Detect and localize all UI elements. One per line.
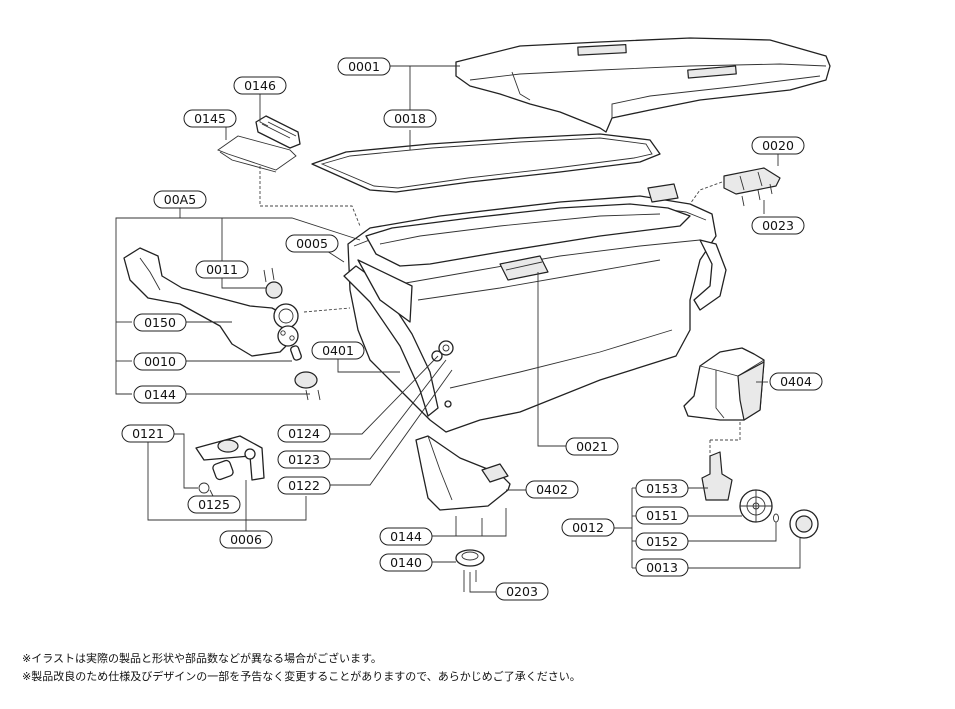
part-label-0203: 0203	[495, 582, 549, 601]
part-number-0010: 0010	[144, 354, 176, 369]
holder-drawing	[217, 115, 301, 173]
part-label-0144-upper: 0144	[133, 385, 187, 404]
part-number-0153: 0153	[646, 481, 678, 496]
wheel-assembly-drawing	[701, 451, 819, 539]
part-number-0124: 0124	[288, 426, 320, 441]
part-number-0146: 0146	[244, 78, 276, 93]
part-number-0006: 0006	[230, 532, 262, 547]
part-number-0404: 0404	[780, 374, 812, 389]
part-label-0123: 0123	[277, 450, 331, 469]
part-number-0121: 0121	[132, 426, 164, 441]
hinge-drawing	[723, 167, 781, 207]
part-number-0013: 0013	[646, 560, 678, 575]
part-number-0020: 0020	[762, 138, 794, 153]
part-number-0023: 0023	[762, 218, 794, 233]
part-label-0153: 0153	[635, 479, 689, 498]
part-label-0146: 0146	[233, 76, 287, 95]
part-number-0203: 0203	[506, 584, 538, 599]
leader-lines	[115, 65, 801, 593]
part-label-0122: 0122	[277, 476, 331, 495]
part-number-0402: 0402	[536, 482, 568, 497]
part-number-0123: 0123	[288, 452, 320, 467]
part-number-0021: 0021	[576, 439, 608, 454]
lid-drawing	[455, 37, 831, 133]
part-number-0122: 0122	[288, 478, 320, 493]
part-label-0018: 0018	[383, 109, 437, 128]
part-label-0006: 0006	[219, 530, 273, 549]
part-number-0145: 0145	[194, 111, 226, 126]
part-label-0145: 0145	[183, 109, 237, 128]
part-number-0150: 0150	[144, 315, 176, 330]
dashed-connectors	[259, 166, 741, 456]
gasket-drawing	[311, 133, 661, 193]
part-label-0404: 0404	[769, 372, 823, 391]
part-label-0401: 0401	[311, 341, 365, 360]
cooler-body-drawing	[343, 183, 727, 433]
storage-bin-drawing	[683, 347, 765, 421]
part-number-0401: 0401	[322, 343, 354, 358]
drain-cover-drawing	[415, 435, 511, 530]
part-label-0013: 0013	[635, 558, 689, 577]
part-label-0005: 0005	[285, 234, 339, 253]
part-label-0124: 0124	[277, 424, 331, 443]
part-label-0144-lower: 0144	[379, 527, 433, 546]
part-label-0001: 0001	[337, 57, 391, 76]
part-number-00A5: 00A5	[164, 192, 196, 207]
part-label-0011: 0011	[195, 260, 249, 279]
part-label-0021: 0021	[565, 437, 619, 456]
part-number-0125: 0125	[198, 497, 230, 512]
part-number-0012: 0012	[572, 520, 604, 535]
cap-drawing	[455, 549, 485, 584]
part-number-0144-lower: 0144	[390, 529, 422, 544]
disclaimer-design-change: ※製品改良のため仕様及びデザインの一部を予告なく変更することがありますので、あら…	[22, 670, 581, 683]
part-number-0005: 0005	[296, 236, 328, 251]
handle-arm-drawing	[123, 247, 321, 401]
part-label-0152: 0152	[635, 532, 689, 551]
part-label-00A5: 00A5	[153, 190, 207, 209]
part-label-0151: 0151	[635, 506, 689, 525]
part-label-0010: 0010	[133, 352, 187, 371]
part-label-0023: 0023	[751, 216, 805, 235]
part-label-0020: 0020	[751, 136, 805, 155]
part-number-0011: 0011	[206, 262, 238, 277]
part-label-0150: 0150	[133, 313, 187, 332]
part-number-0018: 0018	[394, 111, 426, 126]
part-label-0125: 0125	[187, 495, 241, 514]
disclaimer-illustration: ※イラストは実際の製品と形状や部品数などが異なる場合がございます。	[22, 652, 382, 665]
drain-assembly-drawing	[195, 435, 265, 494]
part-number-0144-upper: 0144	[144, 387, 176, 402]
part-label-0140: 0140	[379, 553, 433, 572]
part-number-0152: 0152	[646, 534, 678, 549]
part-number-0151: 0151	[646, 508, 678, 523]
part-number-0140: 0140	[390, 555, 422, 570]
part-number-0001: 0001	[348, 59, 380, 74]
part-label-0012: 0012	[561, 518, 615, 537]
part-label-0402: 0402	[525, 480, 579, 499]
part-label-0121: 0121	[121, 424, 175, 443]
